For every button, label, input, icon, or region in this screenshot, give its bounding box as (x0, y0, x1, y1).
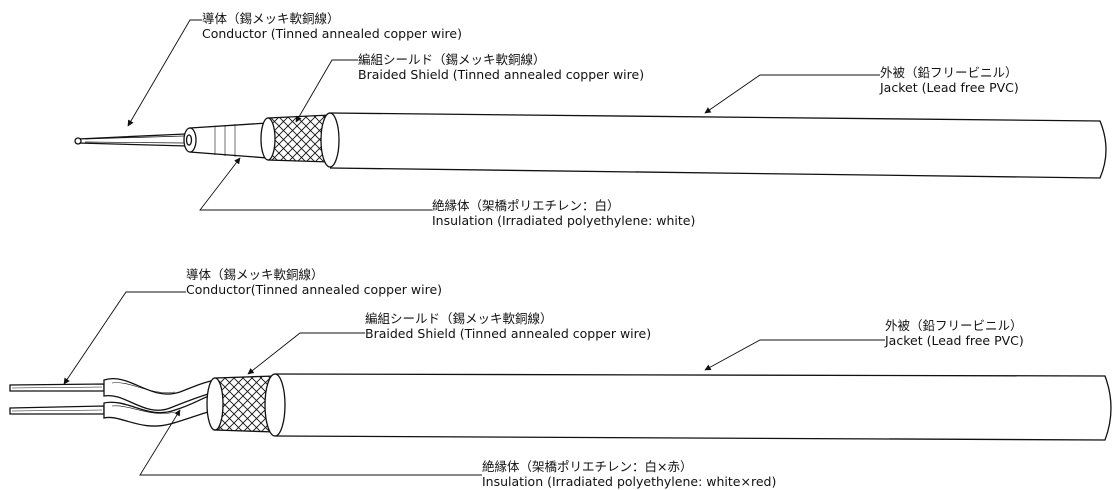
cable-2-shield-label: 編組シールド（錫メッキ軟銅線） Braided Shield (Tinned a… (365, 311, 651, 341)
cable-2-insulation-label: 絶縁体（架橋ポリエチレン：白×赤） Insulation (Irradiated… (482, 459, 776, 489)
cable-1-insulation-label-en: Insulation (Irradiated polyethylene: whi… (432, 213, 696, 228)
cable-2-jacket-leader (704, 339, 885, 371)
cable-2-jacket-label-en: Jacket (Lead free PVC) (885, 333, 1024, 348)
cable-2-jacket-label-ja: 外被（鉛フリービニル） (885, 318, 1023, 333)
cable-2-jacket-label: 外被（鉛フリービニル） Jacket (Lead free PVC) (885, 318, 1024, 348)
cable-2-insulation-label-ja: 絶縁体（架橋ポリエチレン：白×赤） (482, 459, 693, 474)
cable-1-insulation (183, 122, 269, 159)
cable-1-jacket-leader (704, 74, 880, 114)
cable-2-shield-label-en: Braided Shield (Tinned annealed copper w… (365, 326, 652, 341)
cable-2-conductor-leader (63, 291, 186, 385)
cable-2-drawing (9, 373, 1112, 441)
cable-1-insulation-label-ja: 絶縁体（架橋ポリエチレン：白） (432, 198, 620, 213)
cable-1-conductor-label-ja: 導体（錫メッキ軟銅線） (202, 11, 340, 26)
cable-2-conductor-label-ja: 導体（錫メッキ軟銅線） (186, 267, 324, 282)
cable-1-conductor-label-en: Conductor (Tinned annealed copper wire) (202, 26, 462, 41)
cable-1-leader-lines (127, 19, 880, 211)
cable-1-braided-shield (260, 114, 331, 163)
cable-1-shield-leader (295, 59, 358, 123)
cable-1-shield-label-ja: 編組シールド（錫メッキ軟銅線） (358, 52, 546, 67)
cable-1-jacket-label: 外被（鉛フリービニル） Jacket (Lead free PVC) (880, 65, 1019, 95)
cable-1-insulation-leader (199, 157, 432, 211)
cable-2-leader-lines (63, 291, 885, 476)
cable-2-insulation-label-en: Insulation (Irradiated polyethylene: whi… (482, 474, 777, 489)
cable-1-shield-label: 編組シールド（錫メッキ軟銅線） Braided Shield (Tinned a… (358, 52, 644, 82)
cable-1-conductor-label: 導体（錫メッキ軟銅線） Conductor (Tinned annealed c… (202, 11, 462, 41)
cable-1-jacket-label-ja: 外被（鉛フリービニル） (880, 65, 1018, 80)
cable-1-insulation-label: 絶縁体（架橋ポリエチレン：白） Insulation (Irradiated p… (432, 198, 695, 228)
cable-2-conductors (9, 383, 105, 415)
cable-2-jacket (264, 373, 1112, 441)
cable-1-conductor-leader (127, 19, 202, 127)
cable-2-conductor-label-en: Conductor(Tinned annealed copper wire) (186, 282, 443, 297)
cable-1-jacket-label-en: Jacket (Lead free PVC) (880, 80, 1019, 95)
cable-1-conductor (74, 133, 188, 147)
cable-2-shield-leader (247, 332, 365, 375)
cable-1-jacket (320, 112, 1107, 179)
cable-2-shield-label-ja: 編組シールド（錫メッキ軟銅線） (365, 311, 553, 326)
cable-1-shield-label-en: Braided Shield (Tinned annealed copper w… (358, 67, 645, 82)
cable-1-drawing (74, 112, 1107, 179)
cable-2-insulation-leader (139, 409, 482, 476)
cable-2-conductor-label: 導体（錫メッキ軟銅線） Conductor(Tinned annealed co… (186, 267, 442, 297)
cable-2-insulation (103, 378, 216, 427)
